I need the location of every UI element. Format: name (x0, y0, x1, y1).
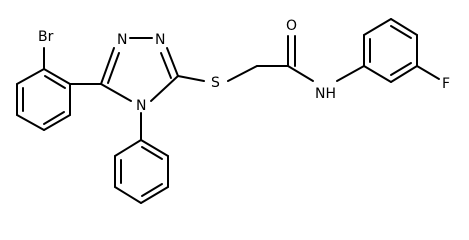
atom-label-n-triazole-1: N (117, 32, 127, 48)
atom-label-f: F (442, 76, 450, 92)
bond-phenyl-inner-b (141, 183, 163, 197)
bond-bromophenyl-1 (43, 68, 71, 85)
bond-fluorophenyl-inner-a (390, 62, 412, 76)
bond-s-ch2 (227, 65, 258, 82)
structure-canvas: Br N N N S O NH F (16, 18, 450, 204)
bond-triazole-c5-n1-double (107, 52, 120, 84)
bond-triazole-n2-c3-double (160, 52, 172, 79)
atom-label-s-thioether: S (211, 75, 220, 91)
atom-label-o-carbonyl: O (286, 18, 297, 34)
atom-label-br: Br (38, 29, 54, 45)
bond-fluorophenyl-inner-b (390, 25, 412, 39)
bond-c-f (416, 65, 440, 80)
bond-triazole-n2-c3 (166, 47, 179, 77)
bond-bromophenyl-inner-a (44, 75, 66, 89)
bond-triazole-c3-n4 (150, 75, 179, 102)
bond-carbonyl-n (287, 65, 314, 82)
bond-c3-s (177, 75, 205, 82)
bond-fluorophenyl-1 (363, 65, 392, 83)
bond-phenyl-4 (114, 186, 142, 204)
bond-phenyl-6 (114, 139, 142, 157)
bonds (16, 18, 440, 204)
bond-triazole-n4-c5 (100, 83, 132, 102)
bond-bromophenyl-3 (43, 114, 71, 131)
bond-phenyl-inner-a (141, 146, 163, 160)
bond-triazole-c5-n1 (100, 47, 115, 85)
bond-bromophenyl-4 (16, 114, 45, 131)
atom-label-n-triazole-2: N (155, 32, 165, 48)
bond-n-aryl (336, 65, 365, 82)
bond-bromophenyl-inner-b (43, 111, 65, 125)
atom-label-n-triazole-4: N (136, 98, 146, 114)
bond-bromophenyl-6 (16, 68, 45, 85)
bond-fluorophenyl-4 (390, 18, 418, 36)
bond-phenyl-3 (140, 186, 169, 204)
bond-fluorophenyl-5 (363, 18, 392, 36)
molecule-structure: Br N N N S O NH F (16, 18, 450, 204)
bond-phenyl-1 (140, 139, 169, 157)
atom-label-n-amide: NH (315, 86, 336, 102)
bond-fluorophenyl-2 (390, 65, 418, 83)
atom-labels: Br N N N S O NH F (38, 18, 450, 114)
